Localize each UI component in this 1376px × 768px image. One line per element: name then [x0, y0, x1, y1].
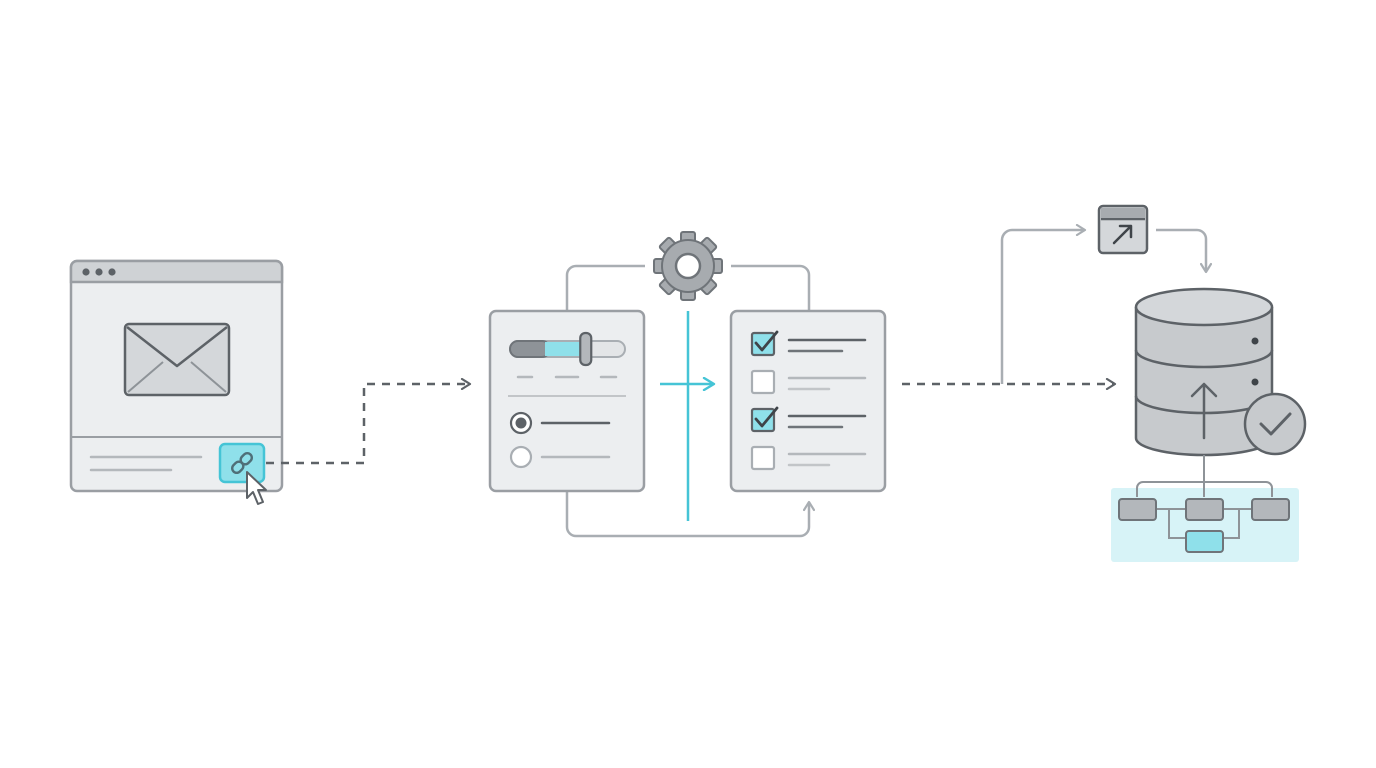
window-dot-icon: [95, 268, 103, 276]
branch-connector: [1000, 230, 1085, 384]
database-icon: [1134, 287, 1274, 457]
tree-node: [1185, 498, 1224, 521]
tree-node-highlight: [1185, 530, 1224, 553]
cursor-icon: [246, 471, 267, 505]
slider-fill-accent: [545, 342, 586, 356]
slider[interactable]: [509, 331, 626, 367]
upload-arrow-icon: [1190, 382, 1218, 440]
checkbox-empty[interactable]: [750, 369, 776, 395]
database-top: [1134, 287, 1274, 327]
checkmark-icon: [754, 406, 779, 428]
external-link-icon[interactable]: [1097, 204, 1149, 255]
loop-connector-top: [565, 264, 811, 312]
window-dot-icon: [82, 268, 90, 276]
envelope-icon: [123, 322, 231, 397]
check-circle-icon: [1243, 392, 1307, 456]
link-icon: [230, 451, 254, 475]
slider-handle[interactable]: [579, 331, 593, 367]
checkbox-empty[interactable]: [750, 445, 776, 471]
loop-connector-bottom: [565, 492, 809, 538]
checkbox-checked[interactable]: [750, 331, 776, 357]
settings-form-card: [488, 309, 646, 493]
tree-node: [1251, 498, 1290, 521]
tree-connector: [1136, 455, 1273, 497]
tree-connector: [1157, 508, 1251, 539]
radio-empty[interactable]: [509, 445, 533, 469]
window-dot-icon: [108, 268, 116, 276]
checkbox-checked[interactable]: [750, 407, 776, 433]
tree-node: [1118, 498, 1157, 521]
email-window: [69, 259, 284, 505]
branch-connector: [1156, 228, 1206, 272]
email-window-titlebar: [69, 259, 284, 284]
database-ring: [1134, 349, 1274, 369]
radio-selected[interactable]: [509, 411, 533, 435]
checklist-card: [729, 309, 887, 493]
dashed-arrow-connector: [266, 384, 470, 465]
checkmark-icon: [754, 330, 779, 352]
gear-icon: [653, 231, 723, 301]
status-dot: [1251, 378, 1259, 386]
status-dot: [1251, 337, 1259, 345]
slider-fill: [509, 340, 551, 358]
link-button[interactable]: [218, 442, 266, 484]
tree-structure-panel: [1111, 455, 1299, 562]
